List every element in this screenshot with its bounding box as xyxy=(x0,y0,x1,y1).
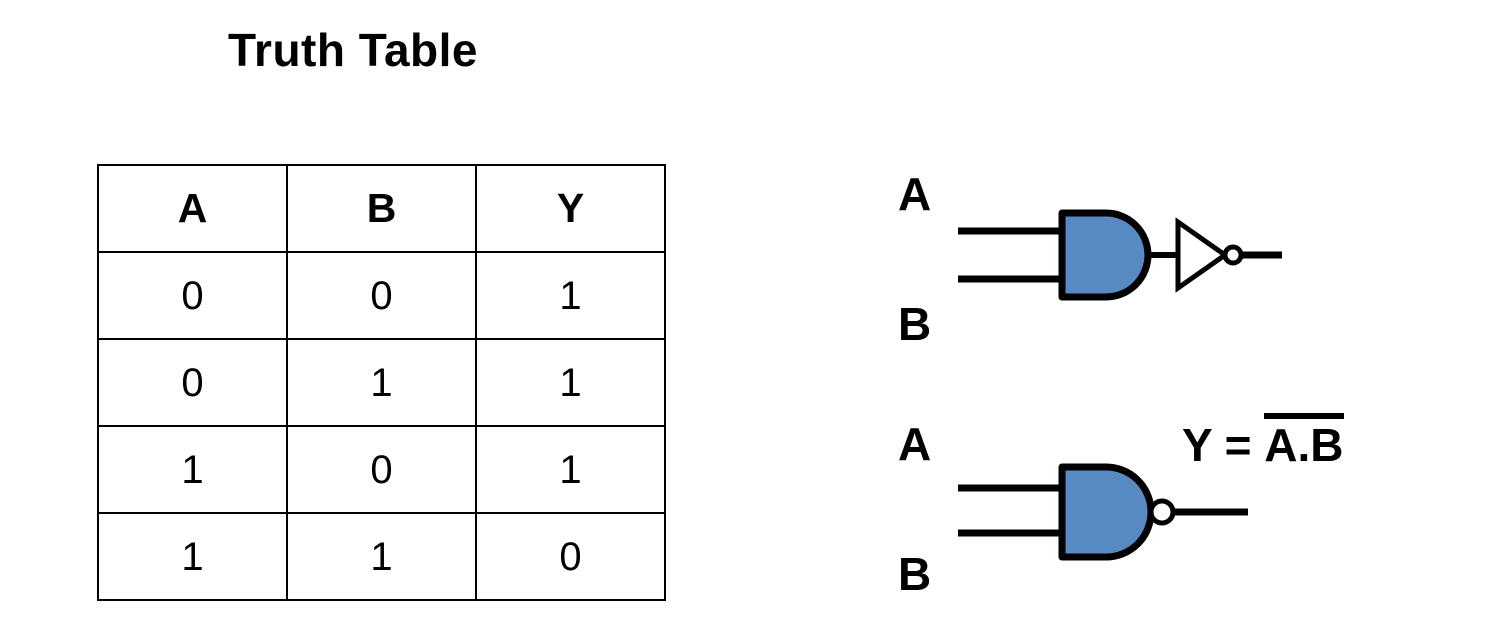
inversion-bubble-icon xyxy=(1222,244,1244,266)
and-not-gate-diagram: A B xyxy=(890,160,1290,350)
input-label-a: A xyxy=(898,168,931,220)
nand-gate-diagram: A B xyxy=(890,410,1290,600)
inversion-bubble-icon xyxy=(1148,498,1176,526)
nand-gate-body-icon xyxy=(1058,463,1155,561)
input-label-b: B xyxy=(898,548,931,600)
equation-lhs: Y = xyxy=(1182,419,1265,471)
cell-y: 0 xyxy=(475,512,666,601)
cell-a: 1 xyxy=(97,425,288,514)
cell-b: 0 xyxy=(286,425,477,514)
truth-table: A B Y 0 0 1 0 1 1 1 0 1 1 1 0 xyxy=(97,164,666,601)
input-label-b: B xyxy=(898,298,931,350)
cell-y: 1 xyxy=(475,425,666,514)
table-row: 1 1 0 xyxy=(97,512,666,601)
column-header-a: A xyxy=(97,164,288,253)
table-row: 0 0 1 xyxy=(97,251,666,340)
cell-a: 0 xyxy=(97,251,288,340)
cell-y: 1 xyxy=(475,251,666,340)
column-header-y: Y xyxy=(475,164,666,253)
cell-y: 1 xyxy=(475,338,666,427)
column-header-b: B xyxy=(286,164,477,253)
table-row: 1 0 1 xyxy=(97,425,666,514)
cell-b: 1 xyxy=(286,512,477,601)
table-header-row: A B Y xyxy=(97,164,666,253)
table-row: 0 1 1 xyxy=(97,338,666,427)
input-label-a: A xyxy=(898,418,931,470)
boolean-equation: Y = A.B xyxy=(1182,413,1344,468)
equation-overbar-expression: A.B xyxy=(1264,413,1344,468)
cell-b: 1 xyxy=(286,338,477,427)
cell-b: 0 xyxy=(286,251,477,340)
page-title: Truth Table xyxy=(228,24,478,76)
cell-a: 0 xyxy=(97,338,288,427)
and-gate-icon xyxy=(1058,209,1152,301)
not-gate-icon xyxy=(1175,217,1230,293)
cell-a: 1 xyxy=(97,512,288,601)
